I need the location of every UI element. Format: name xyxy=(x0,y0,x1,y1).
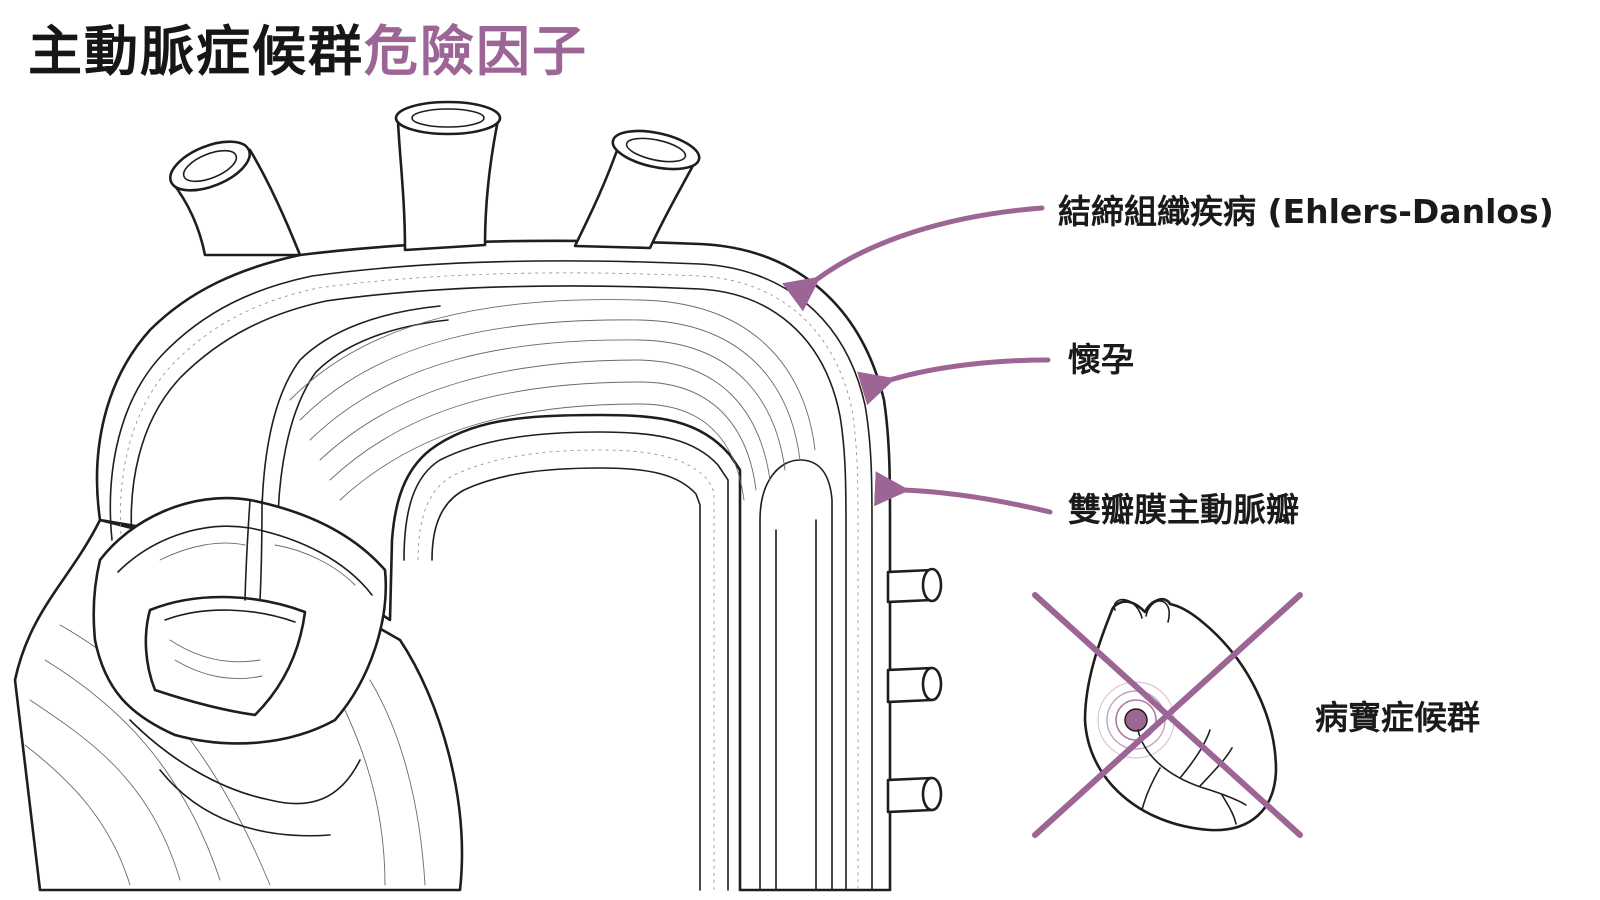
lumen-flow-lines xyxy=(289,299,816,501)
label-kawasaki: 病寶症候群 xyxy=(1315,698,1480,737)
arrow-bicuspid-valve xyxy=(874,471,1053,515)
label-pregnancy: 懷孕 xyxy=(1068,340,1134,379)
label-connective-tissue: 結締組織疾病 (Ehlers-Danlos) xyxy=(1058,192,1554,231)
heart-icon xyxy=(1083,597,1278,832)
brachiocephalic-trunk xyxy=(169,140,302,257)
label-bicuspid-valve: 雙瓣膜主動脈瓣 xyxy=(1068,490,1299,529)
intercostal-arteries xyxy=(886,567,943,814)
page-title: 主動脈症候群危險因子 xyxy=(28,20,588,85)
arrow-connective-tissue xyxy=(782,205,1045,312)
aortic-valve xyxy=(92,496,388,745)
cross-icon xyxy=(1032,592,1303,838)
title-accent: 危險因子 xyxy=(364,20,588,83)
aortic-wall-layers xyxy=(109,260,873,891)
left-subclavian xyxy=(573,129,701,250)
arrow-pregnancy xyxy=(857,357,1051,406)
left-common-carotid xyxy=(394,100,502,252)
title-main: 主動脈症候群 xyxy=(28,20,364,83)
